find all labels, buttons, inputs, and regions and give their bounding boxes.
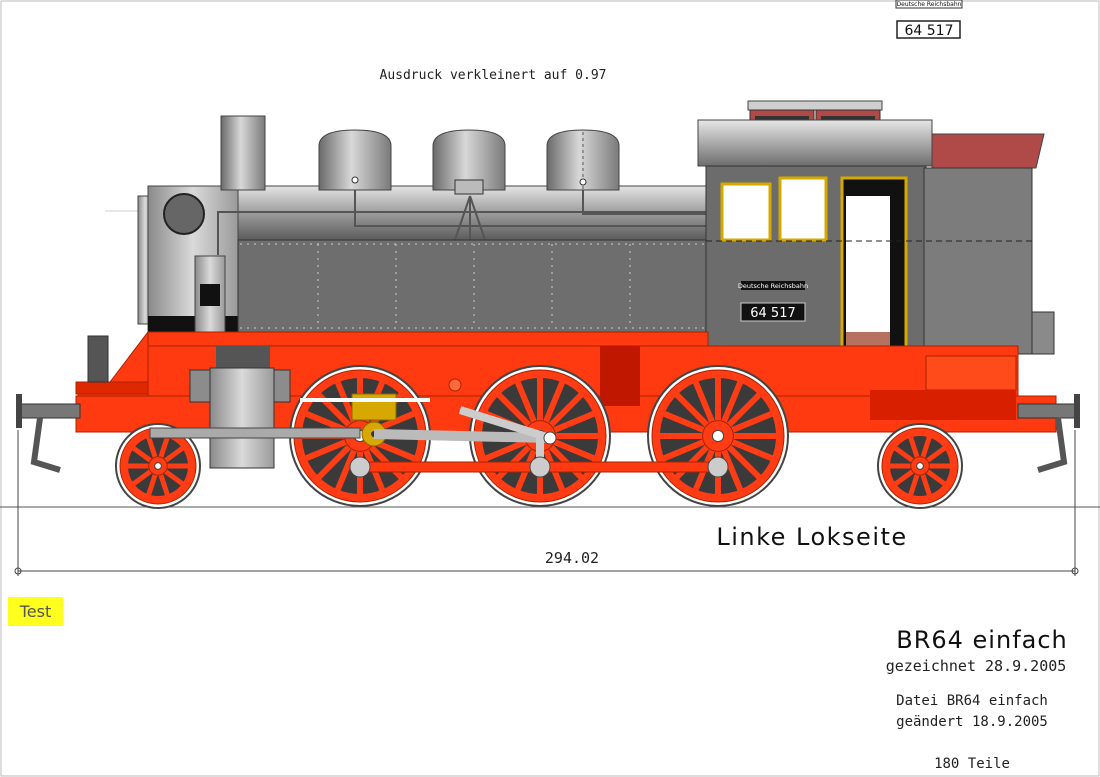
driving-wheel-3 bbox=[647, 365, 789, 507]
dome-2 bbox=[432, 129, 506, 195]
changed-date: geändert 18.9.2005 bbox=[896, 714, 1048, 730]
dome-1 bbox=[318, 129, 392, 191]
drawn-date: gezeichnet 28.9.2005 bbox=[886, 657, 1067, 675]
cab-owner-plate bbox=[741, 281, 805, 290]
cab-window-1 bbox=[720, 182, 772, 242]
print-note: Ausdruck verkleinert auf 0.97 bbox=[380, 68, 607, 83]
top-number-plate bbox=[896, 20, 961, 39]
coal-bunker-roof bbox=[931, 133, 1045, 169]
top-number-text: 64 517 bbox=[905, 23, 954, 39]
cab-owner-text: Deutsche Reichsbahn bbox=[738, 282, 808, 290]
rear-carrying-wheel bbox=[877, 423, 963, 509]
cylinder bbox=[149, 367, 361, 469]
chimney bbox=[220, 115, 266, 191]
cab-window-2 bbox=[778, 176, 828, 242]
top-owner-plate bbox=[895, 0, 963, 9]
front-carrying-wheel bbox=[115, 423, 201, 509]
dome-3 bbox=[546, 129, 620, 191]
rear-buffer bbox=[1017, 394, 1080, 473]
valve-gear bbox=[300, 378, 729, 478]
test-badge: Test bbox=[8, 597, 63, 626]
top-owner-text: Deutsche Reichsbahn bbox=[897, 1, 962, 8]
water-tank bbox=[237, 239, 709, 333]
cab-number-plate bbox=[740, 302, 806, 322]
front-buffer bbox=[16, 394, 81, 473]
dimension-length: 294.02 bbox=[545, 549, 599, 567]
parts-count: 180 Teile bbox=[934, 756, 1010, 772]
smokebox-door bbox=[163, 193, 205, 235]
side-label: Linke Lokseite bbox=[716, 523, 907, 551]
dimension-line bbox=[14, 430, 1079, 576]
cab-number-text: 64 517 bbox=[750, 306, 796, 321]
file-name: Datei BR64 einfach bbox=[896, 693, 1048, 709]
drawing-title: BR64 einfach bbox=[896, 626, 1068, 654]
